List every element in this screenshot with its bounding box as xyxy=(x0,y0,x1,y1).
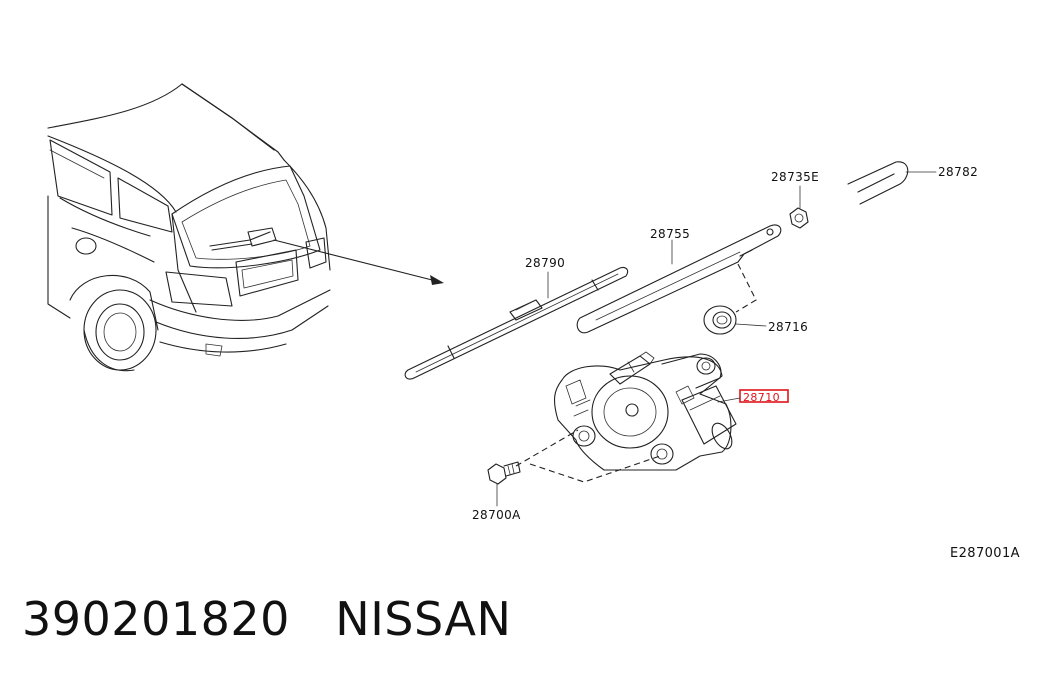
cap-28782 xyxy=(847,161,937,205)
callout-28716: 28716 xyxy=(768,320,808,334)
callout-28790: 28790 xyxy=(525,256,565,270)
callout-28755: 28755 xyxy=(650,227,690,241)
bolt-28700A xyxy=(487,461,521,507)
caption: 390201820 NISSAN xyxy=(22,596,511,642)
wiper-arm-28755 xyxy=(576,224,782,334)
nut-28735E xyxy=(789,185,809,229)
vehicle-rear-illustration xyxy=(47,83,444,372)
wiper-blade-28790 xyxy=(404,266,629,380)
callout-28735E: 28735E xyxy=(771,170,819,184)
diagram-code: E287001A xyxy=(950,546,1020,561)
seal-grommet-28716 xyxy=(703,305,767,335)
highlight-box-28710 xyxy=(739,389,789,403)
callout-28700A: 28700A xyxy=(472,508,521,522)
wiper-motor-28710 xyxy=(515,351,737,483)
callout-28782: 28782 xyxy=(938,165,978,179)
brand-name: NISSAN xyxy=(335,592,512,646)
callout-28710: 28710 xyxy=(743,391,780,404)
part-number: 390201820 xyxy=(22,592,290,646)
